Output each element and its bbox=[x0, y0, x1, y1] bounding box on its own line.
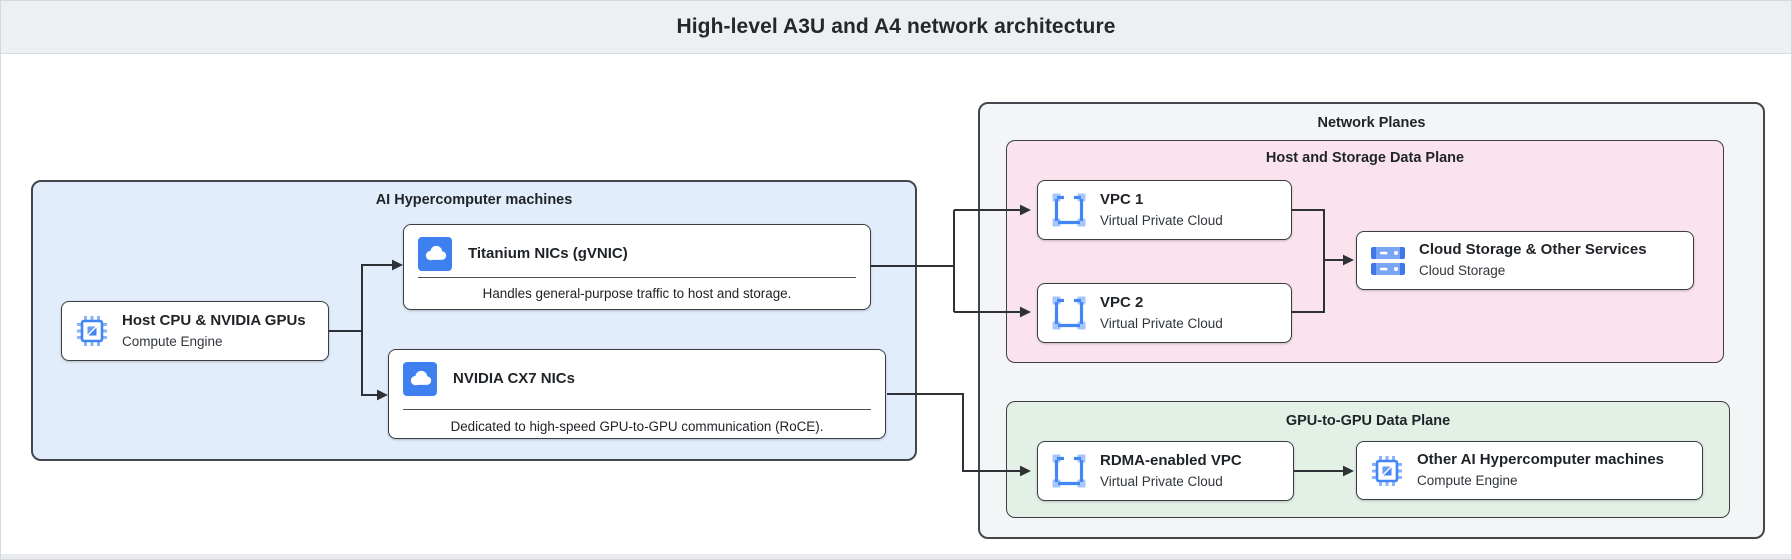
group-label-network-planes: Network Planes bbox=[1317, 115, 1426, 131]
node-title: RDMA-enabled VPC bbox=[1100, 451, 1242, 469]
group-label-ai-hypercomputer: AI Hypercomputer machines bbox=[375, 192, 573, 208]
cloud-nic-icon bbox=[403, 362, 437, 396]
vpc-icon bbox=[1052, 296, 1086, 330]
vpc-icon bbox=[1052, 454, 1086, 488]
compute-engine-icon bbox=[1371, 454, 1403, 487]
node-nvidia-cx7-nics: NVIDIA CX7 NICs Dedicated to high-speed … bbox=[388, 349, 886, 439]
node-cloud-storage: Cloud Storage & Other Services Cloud Sto… bbox=[1356, 231, 1694, 290]
diagram-header: High-level A3U and A4 network architectu… bbox=[1, 1, 1791, 54]
arrowhead-to-vpc2 bbox=[1020, 306, 1031, 318]
edge-cx7-to-rdma bbox=[887, 393, 1020, 472]
page-title: High-level A3U and A4 network architectu… bbox=[676, 15, 1116, 38]
node-subtitle: Compute Engine bbox=[122, 333, 223, 349]
arrowhead-to-vpc1 bbox=[1020, 204, 1031, 216]
separator-line bbox=[403, 409, 871, 410]
edge-vpc-merge bbox=[1292, 209, 1325, 313]
node-titanium-nics: Titanium NICs (gVNIC) Handles general-pu… bbox=[403, 224, 871, 310]
edge-host-to-titanium bbox=[361, 264, 392, 331]
node-description: Handles general-purpose traffic to host … bbox=[482, 286, 792, 301]
node-vpc-1: VPC 1 Virtual Private Cloud bbox=[1037, 180, 1292, 240]
node-subtitle: Virtual Private Cloud bbox=[1100, 473, 1223, 489]
arrowhead-to-other-machines bbox=[1343, 465, 1354, 477]
cloud-storage-icon bbox=[1371, 246, 1405, 275]
separator-line bbox=[418, 277, 856, 278]
node-host-cpu-gpus: Host CPU & NVIDIA GPUs Compute Engine bbox=[61, 301, 329, 361]
node-subtitle: Virtual Private Cloud bbox=[1100, 212, 1223, 228]
node-title: VPC 1 bbox=[1100, 190, 1144, 208]
node-rdma-enabled-vpc: RDMA-enabled VPC Virtual Private Cloud bbox=[1037, 441, 1294, 501]
edge-host-to-cx7 bbox=[361, 331, 377, 396]
node-title: Cloud Storage & Other Services bbox=[1419, 241, 1647, 259]
node-vpc-2: VPC 2 Virtual Private Cloud bbox=[1037, 283, 1292, 343]
page-bottom-strip bbox=[1, 554, 1791, 559]
node-subtitle: Compute Engine bbox=[1417, 473, 1518, 489]
group-label-gpu-plane: GPU-to-GPU Data Plane bbox=[1285, 413, 1451, 429]
node-title: Titanium NICs (gVNIC) bbox=[468, 244, 628, 262]
node-title: NVIDIA CX7 NICs bbox=[453, 369, 575, 387]
group-label-host-storage-plane: Host and Storage Data Plane bbox=[1265, 150, 1465, 166]
node-title: VPC 2 bbox=[1100, 293, 1144, 311]
node-other-ai-hypercomputer-machines: Other AI Hypercomputer machines Compute … bbox=[1356, 441, 1703, 500]
node-subtitle: Virtual Private Cloud bbox=[1100, 315, 1223, 331]
compute-engine-icon bbox=[76, 315, 108, 347]
node-description: Dedicated to high-speed GPU-to-GPU commu… bbox=[450, 419, 824, 434]
vpc-icon bbox=[1052, 193, 1086, 227]
node-subtitle: Cloud Storage bbox=[1419, 263, 1506, 279]
cloud-nic-icon bbox=[418, 237, 452, 271]
arrowhead-to-cx7 bbox=[377, 389, 388, 401]
node-title: Host CPU & NVIDIA GPUs bbox=[122, 311, 306, 329]
arrowhead-to-storage bbox=[1343, 254, 1354, 266]
node-title: Other AI Hypercomputer machines bbox=[1417, 451, 1665, 469]
arrowhead-to-titanium bbox=[392, 259, 403, 271]
arrowhead-to-rdma bbox=[1020, 465, 1031, 477]
